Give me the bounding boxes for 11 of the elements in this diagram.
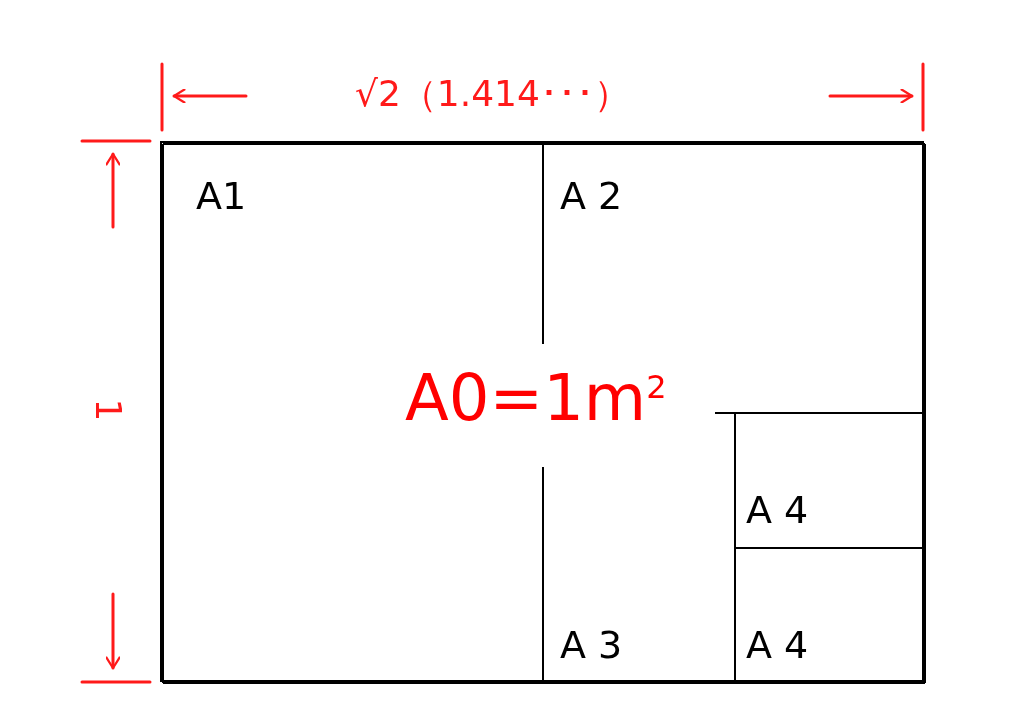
section-label: A1 [196, 177, 247, 215]
section-label: A 4 [746, 626, 809, 664]
section-label: A 4 [746, 491, 809, 529]
dimension-label: 1 [90, 398, 127, 422]
sheet-section [735, 413, 926, 549]
section-label: A 2 [560, 177, 623, 215]
sheet-section [735, 548, 926, 684]
area-label: A0=1m$^{2}$ [405, 366, 667, 430]
dimension-label: √2（1.414･･･） [355, 76, 630, 112]
section-label: A 3 [560, 626, 623, 664]
sheet-rectangle [160, 141, 924, 682]
